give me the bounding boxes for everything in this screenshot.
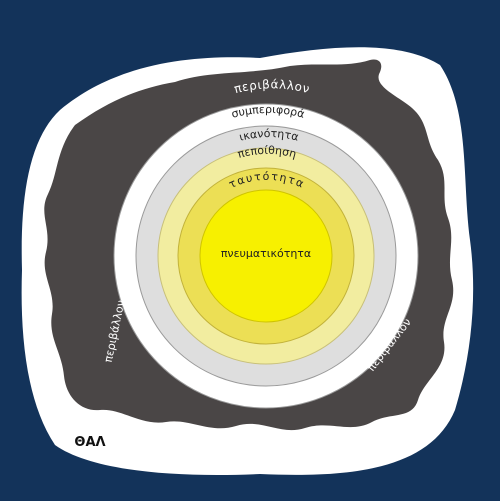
level-rings xyxy=(113,103,419,409)
thal-logo: ΘΑΛ xyxy=(74,435,105,450)
level-label-behavior: συμπεριφορά xyxy=(230,103,306,121)
ring-spirituality xyxy=(199,189,333,323)
environment-label-top: περιβάλλον xyxy=(233,77,312,96)
level-label-belief: πεποίθηση xyxy=(236,144,298,161)
level-label-capability: ικανότητα xyxy=(238,127,300,144)
level-label-spirituality: πνευματικότητα xyxy=(221,247,311,260)
